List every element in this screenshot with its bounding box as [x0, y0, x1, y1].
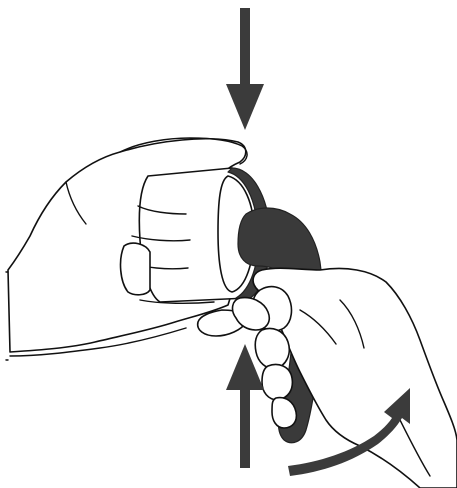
arrow-up-icon — [226, 344, 264, 468]
arrow-down-icon — [226, 8, 264, 130]
